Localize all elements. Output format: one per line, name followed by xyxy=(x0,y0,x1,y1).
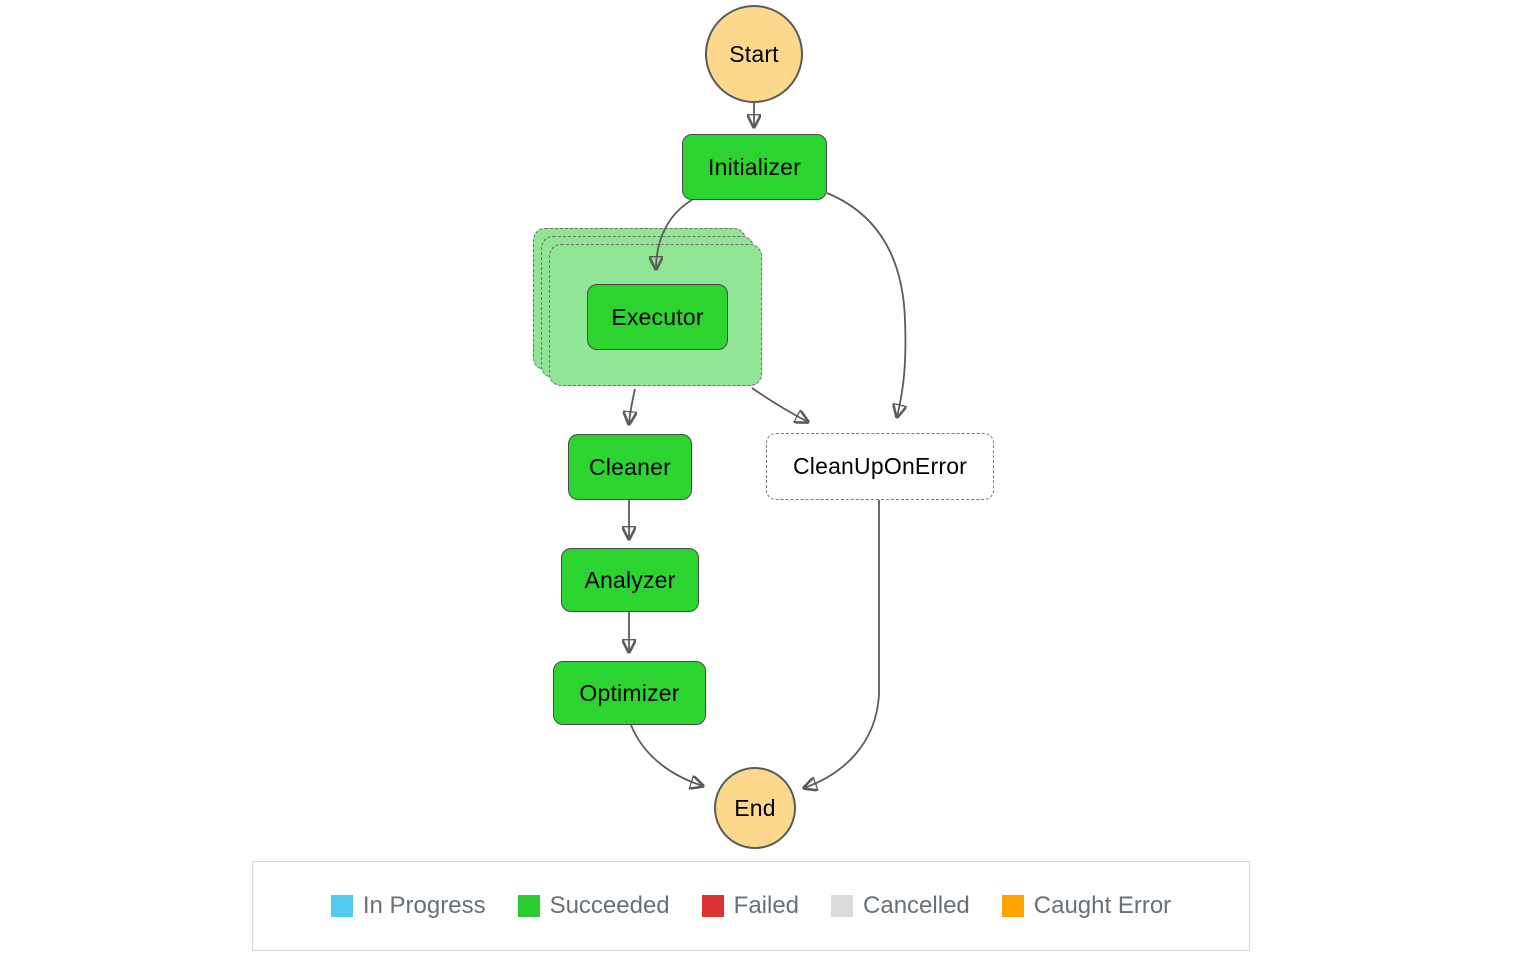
edge-optimizer-end xyxy=(630,724,703,786)
legend-label-failed: Failed xyxy=(733,892,800,919)
in-progress-swatch-icon xyxy=(330,895,353,917)
edge-initializer-cleanuponerror xyxy=(826,192,905,417)
legend-label-succeeded: Succeeded xyxy=(549,892,670,919)
edge-executor-cleanuponerror xyxy=(751,387,808,422)
status-legend: In Progress Succeeded Failed Cancelled C… xyxy=(252,861,1250,951)
map-iteration-layer-front: Executor xyxy=(549,244,762,386)
edge-cleanuponerror-end xyxy=(804,500,880,788)
state-node-initializer[interactable]: Initializer xyxy=(682,134,827,200)
legend-item-failed: Failed xyxy=(701,892,800,920)
state-label-cleaner: Cleaner xyxy=(589,453,671,480)
failed-swatch-icon xyxy=(701,895,724,917)
state-label-initializer: Initializer xyxy=(708,153,801,180)
legend-item-in-progress: In Progress xyxy=(330,892,486,920)
state-node-cleaner[interactable]: Cleaner xyxy=(568,434,692,500)
map-state-stack: Executor xyxy=(533,228,765,388)
legend-label-in-progress: In Progress xyxy=(362,892,486,919)
state-label-executor: Executor xyxy=(611,303,704,330)
legend-item-cancelled: Cancelled xyxy=(831,892,970,920)
state-label-end: End xyxy=(734,794,776,821)
state-label-optimizer: Optimizer xyxy=(579,679,680,706)
state-label-cleanuponerror: CleanUpOnError xyxy=(792,453,968,479)
cancelled-swatch-icon xyxy=(831,895,854,917)
caught-error-swatch-icon xyxy=(1001,895,1024,917)
state-node-start[interactable]: Start xyxy=(705,5,803,103)
state-node-cleanuponerror[interactable]: CleanUpOnError xyxy=(766,433,994,500)
state-node-analyzer[interactable]: Analyzer xyxy=(561,548,699,612)
state-node-executor[interactable]: Executor xyxy=(587,284,728,350)
legend-item-caught-error: Caught Error xyxy=(1001,892,1172,920)
succeeded-swatch-icon xyxy=(517,895,540,917)
state-node-optimizer[interactable]: Optimizer xyxy=(553,661,706,725)
state-node-end[interactable]: End xyxy=(714,767,796,849)
legend-label-caught-error: Caught Error xyxy=(1033,892,1172,919)
edge-executor-cleaner xyxy=(629,388,635,424)
legend-item-succeeded: Succeeded xyxy=(517,892,670,920)
legend-label-cancelled: Cancelled xyxy=(863,892,970,919)
state-label-analyzer: Analyzer xyxy=(584,566,676,593)
state-label-start: Start xyxy=(729,40,779,67)
